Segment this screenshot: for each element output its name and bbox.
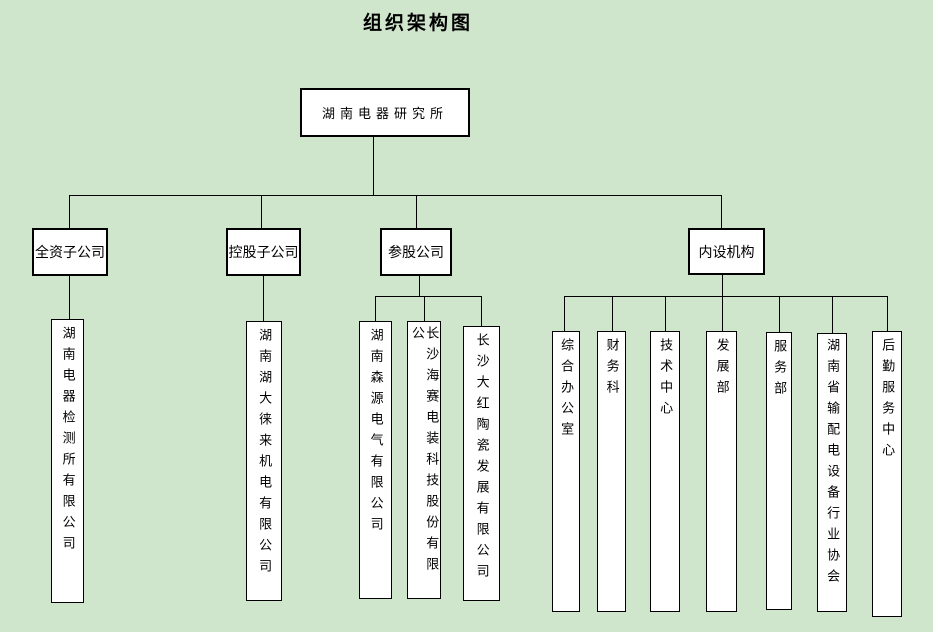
dept-box: 发展部 <box>706 331 737 612</box>
connector-line <box>564 296 888 297</box>
connector-line <box>419 276 420 296</box>
dept-box: 财务科 <box>597 331 626 612</box>
dept-box: 湖南湖大徕来机电有限公司 <box>246 321 282 601</box>
dept-label: 湖南湖大徕来机电有限公司 <box>257 328 273 580</box>
connector-line <box>416 195 417 228</box>
branch-label: 参股公司 <box>388 244 444 260</box>
connector-line <box>69 276 70 319</box>
branch-box-equity: 参股公司 <box>380 228 452 276</box>
branch-label: 控股子公司 <box>228 244 299 260</box>
connector-line <box>481 296 482 326</box>
dept-box: 综合办公室 <box>552 331 580 612</box>
connector-line <box>375 296 482 297</box>
dept-label: 财务科 <box>604 338 620 401</box>
dept-box: 湖南森源电气有限公司 <box>359 321 392 599</box>
connector-line <box>721 195 722 228</box>
dept-box: 湖南省输配电设备行业协会 <box>817 333 847 612</box>
branch-box-internal: 内设机构 <box>688 228 765 275</box>
dept-label: 综合办公室 <box>559 338 575 443</box>
dept-label: 湖南森源电气有限公司 <box>368 328 384 538</box>
dept-label: 后勤服务中心 <box>880 338 896 464</box>
connector-line <box>612 296 613 331</box>
connector-line <box>69 195 722 196</box>
dept-label: 湖南电器检测所有限公司 <box>60 326 76 557</box>
dept-box: 湖南电器检测所有限公司 <box>51 319 84 603</box>
connector-line <box>375 296 376 321</box>
dept-box: 长沙大红陶瓷发展有限公司 <box>463 326 500 601</box>
dept-label: 服务部 <box>772 339 788 402</box>
connector-line <box>832 296 833 333</box>
connector-line <box>722 296 723 331</box>
connector-line <box>722 275 723 296</box>
dept-box: 长沙海赛电装科技股份有限公 <box>407 321 441 599</box>
dept-label: 湖南省输配电设备行业协会 <box>825 338 841 590</box>
connector-line <box>665 296 666 331</box>
org-root-box: 湖南电器研究所 <box>300 88 470 137</box>
dept-label: 技术中心 <box>658 338 674 422</box>
dept-box: 技术中心 <box>650 331 680 612</box>
dept-label: 发展部 <box>714 338 730 401</box>
dept-box: 服务部 <box>766 332 792 610</box>
page-title: 组织架构图 <box>363 13 474 34</box>
branch-label: 内设机构 <box>698 243 755 260</box>
dept-label: 长沙海赛电装科技股份有限公 <box>410 326 440 578</box>
dept-box: 后勤服务中心 <box>872 331 902 617</box>
connector-line <box>779 296 780 332</box>
connector-line <box>564 296 565 331</box>
branch-box-holding: 控股子公司 <box>226 228 301 276</box>
connector-line <box>424 296 425 321</box>
dept-label: 长沙大红陶瓷发展有限公司 <box>474 333 490 585</box>
branch-box-wholly-owned: 全资子公司 <box>32 228 108 276</box>
connector-line <box>261 195 262 228</box>
connector-line <box>263 276 264 321</box>
branch-label: 全资子公司 <box>35 244 105 260</box>
connector-line <box>887 296 888 331</box>
connector-line <box>373 137 374 195</box>
connector-line <box>69 195 70 228</box>
org-root-label: 湖南电器研究所 <box>321 106 448 121</box>
